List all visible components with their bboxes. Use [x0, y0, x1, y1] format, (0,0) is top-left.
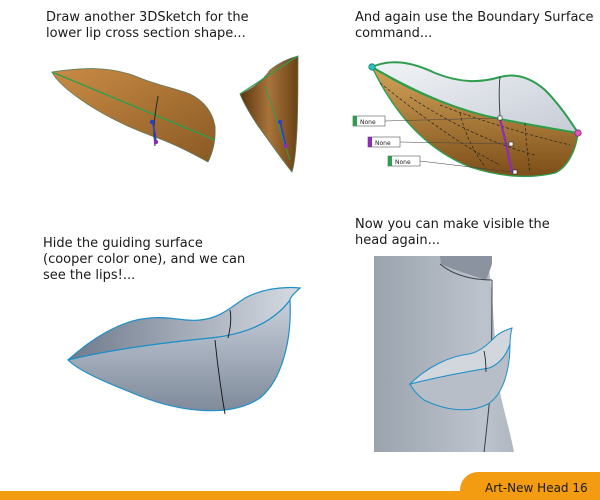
footer-bar — [0, 491, 600, 500]
caption-draw-3dsketch: Draw another 3DSketch for the lower lip … — [46, 10, 249, 41]
head-visible-illustration — [374, 256, 593, 452]
callout-none-2: None — [367, 136, 401, 148]
callout-label-1: None — [360, 119, 376, 126]
callout-none-1: None — [352, 115, 386, 127]
upper-lip-surface — [369, 61, 581, 135]
caption-boundary-surface: And again use the Boundary Surface comma… — [355, 10, 594, 41]
copper-guide-surface-side — [239, 55, 299, 173]
boundary-surface-illustration: None None None — [352, 61, 582, 178]
copper-lip-sketch-illustration — [51, 55, 299, 173]
small-upper-lip — [408, 327, 513, 385]
footer-tab — [460, 472, 600, 500]
page-label: Art-New Head 16 — [485, 481, 588, 495]
caption-make-head-visible: Now you can make visible the head again.… — [355, 217, 550, 248]
caption-hide-guiding-surface: Hide the guiding surface (cooper color o… — [43, 236, 246, 283]
callout-label-3: None — [395, 159, 411, 166]
upper-lip-shape — [67, 286, 302, 361]
completed-lips-illustration — [66, 286, 302, 415]
copper-guide-surface — [51, 68, 216, 163]
callout-none-3: None — [387, 155, 421, 167]
callout-label-2: None — [375, 140, 391, 147]
